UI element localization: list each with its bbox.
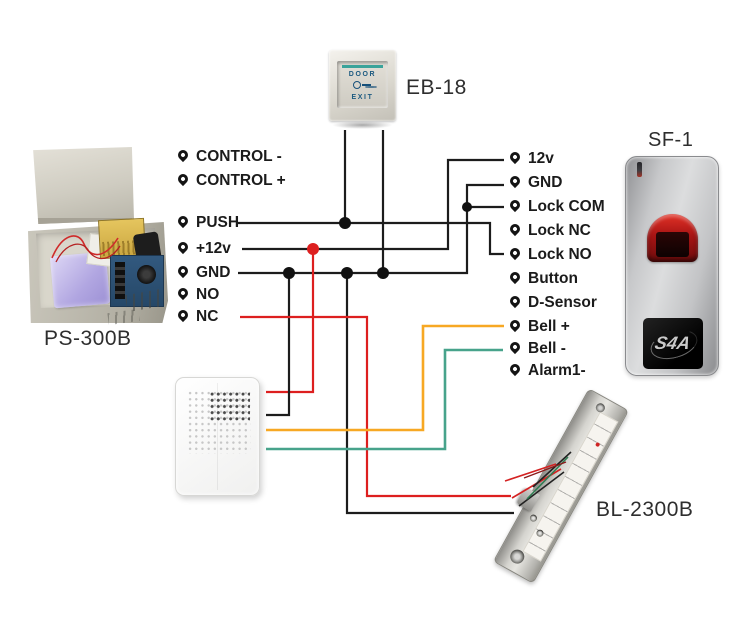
exit-button-door-text: DOOR (348, 71, 377, 78)
exit-button-panel: DOOR EXIT (337, 61, 388, 108)
screw (528, 513, 539, 523)
doorbell-image (175, 377, 260, 496)
terminal-gnd-left: GND (175, 263, 230, 281)
fingerprint-reader-image: S4A (625, 156, 719, 376)
terminal-button: Button (507, 269, 578, 287)
map-pin-icon (507, 221, 523, 237)
map-pin-icon (175, 263, 191, 279)
terminal-no: NO (175, 285, 219, 303)
junction-dot (341, 267, 353, 279)
terminal-bell-plus: Bell + (507, 317, 570, 335)
exit-button-label: EB-18 (406, 76, 467, 99)
terminal-lock-com: Lock COM (507, 197, 605, 215)
terminal-alarm1: Alarm1- (507, 361, 586, 379)
map-pin-icon (507, 173, 523, 189)
map-pin-icon (507, 339, 523, 355)
wire-lock-red (240, 315, 511, 498)
map-pin-icon (175, 307, 191, 323)
map-pin-icon (175, 285, 191, 301)
wire-push-to-lock-no (238, 221, 504, 256)
map-pin-icon (175, 213, 191, 229)
junction-dot (307, 243, 319, 255)
bolt-lock-image (492, 388, 630, 584)
wire-doorbell-black (266, 273, 291, 417)
exit-button-exit-text: EXIT (351, 94, 374, 101)
junction-dot (377, 267, 389, 279)
fingerprint-reader-label: SF-1 (648, 129, 694, 151)
power-supply-lid (33, 147, 134, 224)
wire-bell-minus-teal (266, 348, 503, 451)
map-pin-icon (507, 245, 523, 261)
terminal-lock-no: Lock NO (507, 245, 592, 263)
terminal-gnd-right: GND (507, 173, 562, 191)
map-pin-icon (507, 197, 523, 213)
power-supply-label: PS-300B (44, 327, 132, 350)
map-pin-icon (175, 239, 191, 255)
brand-logo-panel: S4A (643, 318, 703, 369)
map-pin-icon (507, 361, 523, 377)
brand-logo-text: S4A (653, 333, 693, 353)
fingerprint-sensor-window (647, 214, 698, 262)
junction-dot (283, 267, 295, 279)
power-supply-image (22, 142, 174, 328)
map-pin-icon (507, 149, 523, 165)
bolt-cylinder (515, 486, 541, 512)
junction-dot (339, 217, 351, 229)
map-pin-icon (507, 317, 523, 333)
exit-button-stripe (342, 65, 383, 68)
bolt-lock-label: BL-2300B (596, 498, 694, 521)
wire-bell-plus-orange (266, 324, 504, 432)
terminal-12v: 12v (507, 149, 554, 167)
junction-dot (462, 202, 472, 212)
terminal-control-plus: CONTROL + (175, 171, 286, 189)
terminal-nc: NC (175, 307, 218, 325)
bolt-lock-hole-top (594, 401, 607, 414)
terminal-control-minus: CONTROL - (175, 147, 282, 165)
speaker-holes-dark (209, 391, 250, 421)
wire-lock-black (345, 273, 514, 515)
wire-doorbell-red (266, 249, 315, 394)
bolt-lock-sticker (522, 411, 619, 562)
map-pin-icon (507, 269, 523, 285)
map-pin-icon (507, 293, 523, 309)
map-pin-icon (175, 171, 191, 187)
led-indicator (637, 162, 642, 177)
key-icon (353, 80, 372, 90)
wire-gnd (238, 183, 504, 275)
exit-button-image: DOOR EXIT (329, 50, 396, 129)
terminal-push: PUSH (175, 213, 239, 231)
map-pin-icon (175, 147, 191, 163)
terminal-plus12v: +12v (175, 239, 231, 257)
terminal-bell-minus: Bell - (507, 339, 566, 357)
ps-internal-wires (51, 235, 121, 263)
terminal-lock-nc: Lock NC (507, 221, 591, 239)
terminal-d-sensor: D-Sensor (507, 293, 597, 311)
